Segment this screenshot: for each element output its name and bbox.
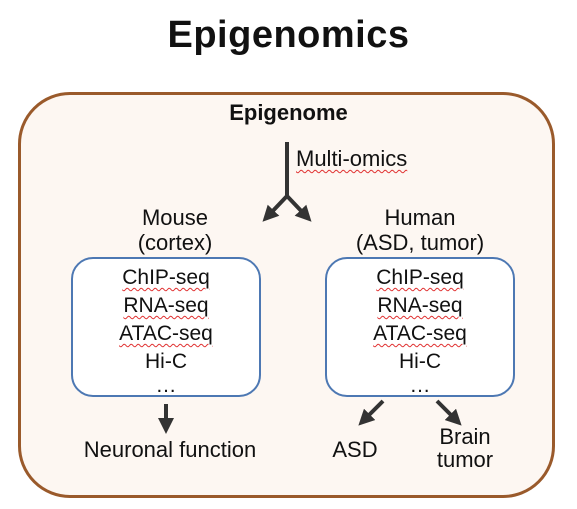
human-methods-box: ChIP-seq RNA-seq ATAC-seq Hi-C …	[325, 257, 515, 397]
branch-label-human-line1: Human	[384, 205, 456, 230]
mouse-method-item: Hi-C	[145, 350, 187, 373]
outcome-neuronal-function: Neuronal function	[83, 437, 257, 462]
human-method-item: RNA-seq	[377, 294, 463, 317]
branch-label-mouse: Mouse (cortex)	[95, 205, 255, 255]
human-method-item: ChIP-seq	[376, 266, 464, 289]
human-method-item: Hi-C	[399, 350, 441, 373]
branch-label-mouse-line2: (cortex)	[137, 230, 213, 255]
mouse-method-item: ChIP-seq	[122, 266, 210, 289]
arrow-to-human	[285, 194, 312, 222]
edge-label-multi-omics: Multi-omics	[296, 146, 408, 171]
mouse-methods-box: ChIP-seq RNA-seq ATAC-seq Hi-C …	[71, 257, 261, 397]
branch-label-mouse-line1: Mouse	[141, 205, 209, 230]
branch-label-human-line2: (ASD, tumor)	[355, 230, 485, 255]
branch-label-human: Human (ASD, tumor)	[330, 205, 510, 255]
root-node-epigenome: Epigenome	[229, 100, 348, 125]
outcome-asd: ASD	[332, 437, 378, 462]
page-title: Epigenomics	[167, 14, 410, 56]
human-method-item: ATAC-seq	[373, 322, 467, 345]
mouse-method-item: RNA-seq	[123, 294, 209, 317]
arrow-to-asd	[358, 399, 385, 426]
arrow-to-brain-tumor	[435, 399, 462, 426]
mouse-method-item: …	[155, 374, 177, 397]
mouse-method-item: ATAC-seq	[119, 322, 213, 345]
outcome-brain-tumor: Brain tumor	[436, 424, 494, 472]
human-method-item: …	[409, 374, 431, 397]
arrow-to-mouse	[262, 194, 289, 222]
